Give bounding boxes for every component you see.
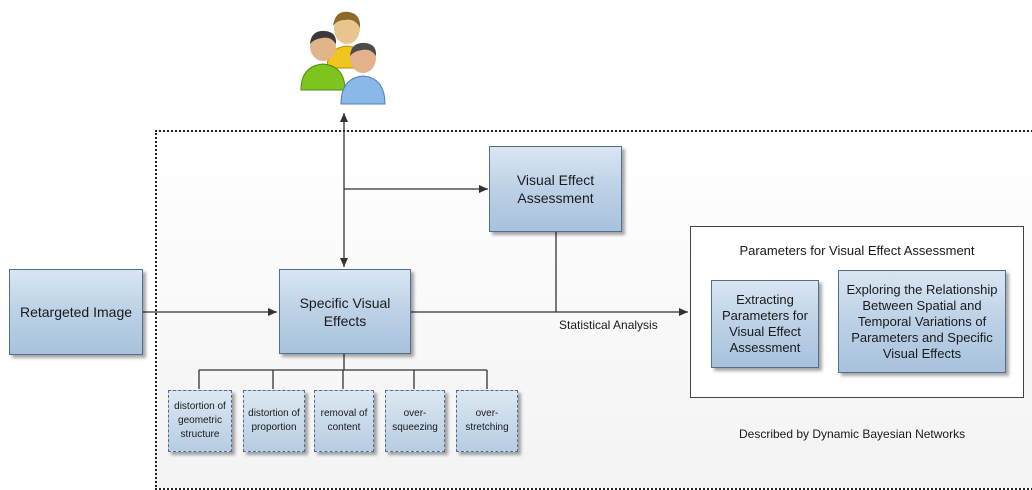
specific-visual-effects-node: Specific Visual Effects (279, 269, 411, 354)
statistical-analysis-label: Statistical Analysis (559, 318, 658, 332)
effect-removal-content: removal of content (314, 390, 374, 452)
effect-distortion-geometric: distortion of geometric structure (168, 390, 232, 452)
visual-effect-assessment-node: Visual Effect Assessment (489, 146, 622, 232)
retargeted-image-node: Retargeted Image (9, 269, 143, 355)
effect-over-stretching: over-stretching (456, 390, 518, 452)
effect-distortion-proportion: distortion of proportion (243, 390, 305, 452)
connector-layer (143, 113, 688, 389)
extracting-parameters-node: Extracting Parameters for Visual Effect … (711, 280, 819, 368)
parameters-panel-title: Parameters for Visual Effect Assessment (739, 243, 975, 258)
exploring-relationship-node: Exploring the Relationship Between Spati… (838, 270, 1006, 373)
users-group-icon (295, 8, 395, 108)
effect-over-squeezing: over-squeezing (385, 390, 445, 452)
described-by-label: Described by Dynamic Bayesian Networks (739, 427, 966, 441)
